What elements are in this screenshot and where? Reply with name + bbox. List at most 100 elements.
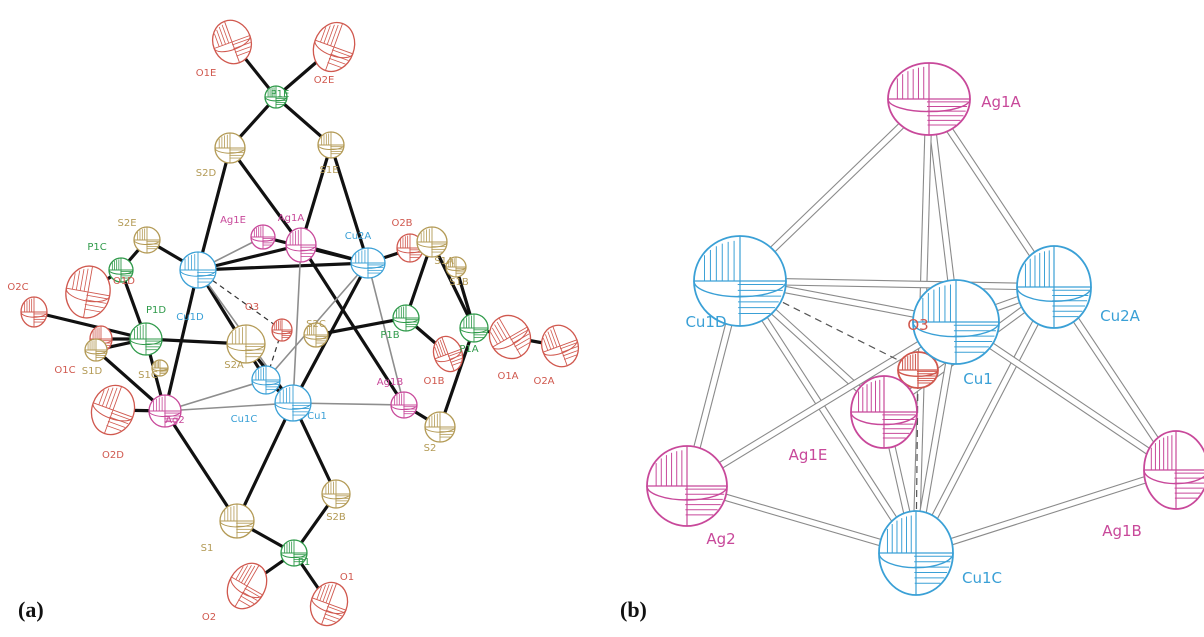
a-atom-o2c	[20, 296, 48, 328]
b-atom-o3	[897, 351, 939, 389]
bond-a-ag1a-ag1b	[299, 243, 406, 407]
a-atom-ag1e	[250, 224, 276, 250]
a-atom-s1c	[151, 359, 169, 377]
a-label-o1b: O1B	[423, 376, 444, 387]
a-label-p1d: P1D	[146, 305, 166, 316]
a-label-ag1a: Ag1A	[278, 213, 305, 224]
bond-a-p1b-s2c	[314, 316, 408, 337]
b-label-ag1e: Ag1E	[789, 446, 828, 464]
a-atom-s2c	[303, 322, 329, 348]
bond-a-p1a-s2	[438, 326, 476, 429]
a-label-o3: O3	[245, 302, 259, 313]
b-label-ag1b: Ag1B	[1102, 522, 1142, 540]
bond-a-s1a-p1a	[430, 240, 476, 330]
a-atom-ag1b	[390, 391, 418, 419]
a-atom-o1a	[488, 314, 532, 360]
a-label-o1d: O1D	[113, 276, 135, 287]
bond-a-s1e-cu2a	[329, 143, 370, 265]
a-label-s2e: S2E	[117, 218, 136, 229]
a-atom-s2e	[133, 226, 161, 254]
a-atom-o1	[309, 581, 349, 627]
bond-b-cu1d-o3	[739, 280, 919, 371]
b-atom-ag1e	[850, 375, 918, 449]
a-label-o2: O2	[202, 612, 216, 623]
b-atom-ag1b	[1143, 430, 1204, 510]
panel-b-label: (b)	[620, 597, 647, 622]
a-atom-cu2a	[350, 247, 386, 279]
a-atom-o1e	[211, 19, 253, 65]
bond-a-ag2-cu1	[164, 402, 294, 412]
a-atom-o2d	[90, 384, 136, 436]
a-atom-p1a	[459, 313, 489, 343]
a-atom-s2	[424, 411, 456, 443]
a-atom-cu1c	[251, 365, 281, 395]
b-label-cu1: Cu1	[963, 370, 993, 388]
a-label-p1c: P1C	[87, 242, 106, 253]
a-label-cu1d: Cu1D	[176, 312, 204, 323]
a-label-p1e: P1E	[271, 89, 290, 100]
a-label-ag1b: Ag1B	[377, 377, 404, 388]
a-label-s1a: S1A	[434, 256, 454, 267]
a-atom-p1e	[264, 85, 288, 109]
a-label-o1: O1	[340, 572, 354, 583]
b-atom-cu1c	[878, 510, 954, 596]
a-atom-s2a	[226, 324, 266, 364]
a-label-s1: S1	[201, 543, 214, 554]
panel-b-atoms	[646, 62, 1204, 596]
a-atom-cu1d	[179, 251, 217, 289]
bond-a-s2d-cu1d	[196, 146, 232, 272]
bond-a-cu2a-ag1b	[367, 262, 405, 406]
b-atom-ag2	[646, 445, 728, 527]
a-label-ag1e: Ag1E	[220, 215, 246, 226]
b-label-cu2a: Cu2A	[1100, 307, 1141, 325]
a-label-s2a: S2A	[224, 360, 244, 371]
b-label-ag2: Ag2	[706, 530, 735, 548]
b-atom-ag1a	[887, 62, 971, 136]
a-label-o2d: O2D	[102, 450, 124, 461]
a-label-s2: S2	[424, 443, 437, 454]
bond-b-cu1d-cu2a	[739, 277, 1055, 291]
a-atom-cu1	[274, 384, 312, 422]
a-label-o2b: O2B	[391, 218, 412, 229]
panel-a-atoms	[20, 19, 580, 627]
a-label-o1a: O1A	[497, 371, 518, 382]
a-atom-s1a	[416, 226, 448, 258]
bond-b-cu1-ag1b	[953, 318, 1179, 474]
bond-b-cu2a-cu1c	[912, 285, 1058, 555]
a-atom-o2e	[312, 21, 356, 73]
bond-a-cu1d-ag2	[163, 268, 200, 413]
bond-a-ag2-s1	[163, 409, 239, 523]
bond-b-ag1b-cu1c	[914, 466, 1178, 557]
a-atom-s2d	[214, 132, 246, 164]
a-atom-o2a	[540, 324, 580, 368]
a-atom-o1b	[432, 335, 464, 373]
bond-a-cu1d-cu2a	[196, 261, 370, 272]
a-label-s2c: S2C	[306, 319, 326, 330]
bond-b-cu1d-cu1c	[736, 278, 920, 556]
bond-a-cu1d-cu1c	[196, 268, 268, 382]
panel-a-label: (a)	[18, 597, 44, 622]
a-atom-p1b	[392, 304, 420, 332]
bond-b-o3-cu1c	[915, 369, 919, 554]
a-label-s1d: S1D	[82, 366, 103, 377]
a-atom-ag1a	[285, 227, 317, 263]
b-label-cu1d: Cu1D	[685, 313, 726, 331]
a-label-s2b: S2B	[326, 512, 346, 523]
a-label-ag2: Ag2	[165, 415, 185, 426]
a-atom-s1e	[317, 131, 345, 159]
a-atom-o3	[271, 318, 293, 342]
a-label-o2a: O2A	[533, 376, 554, 387]
a-atom-o1d	[65, 265, 111, 319]
b-label-o3: O3	[907, 316, 928, 334]
a-label-o1c: O1C	[54, 365, 75, 376]
a-label-o1e: O1E	[196, 68, 217, 79]
a-atom-ag2	[148, 394, 182, 428]
a-label-s1c: S1C	[138, 370, 158, 381]
b-label-cu1c: Cu1C	[962, 569, 1002, 587]
a-atom-o2	[226, 562, 268, 610]
b-atom-cu2a	[1016, 245, 1092, 329]
a-atom-s2b	[321, 479, 351, 509]
a-atom-p1d	[129, 322, 163, 356]
